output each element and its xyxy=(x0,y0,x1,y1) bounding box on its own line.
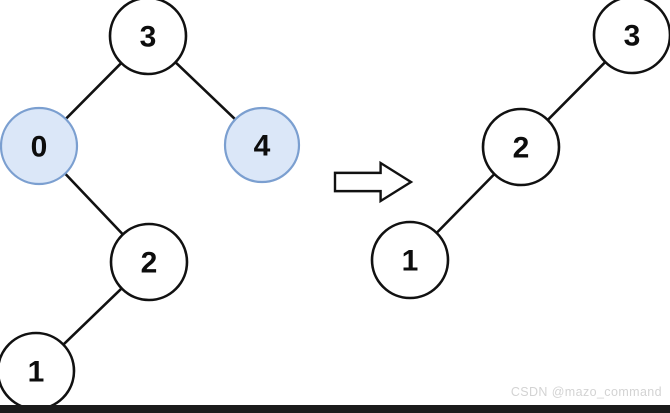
tree-edge-0-2 xyxy=(63,171,125,237)
node-value-label: 3 xyxy=(140,21,157,54)
transform-arrow-icon xyxy=(333,160,414,204)
node-circle-highlighted[interactable] xyxy=(0,106,79,186)
node-circle[interactable] xyxy=(481,107,561,187)
tree-node-3[interactable]: 3 xyxy=(592,0,670,75)
left-tree-nodes: 3 0 4 2 1 xyxy=(0,0,301,411)
tree-edge-3-2 xyxy=(545,59,608,123)
left-tree-edges xyxy=(61,60,238,347)
node-value-label: 1 xyxy=(28,356,45,389)
tree-node-3[interactable]: 3 xyxy=(108,0,188,76)
node-value-label: 0 xyxy=(31,131,48,164)
tree-node-1[interactable]: 1 xyxy=(370,220,450,300)
tree-edge-2-1 xyxy=(61,286,124,347)
right-tree-nodes: 3 2 1 xyxy=(370,0,670,300)
node-value-label: 1 xyxy=(402,245,419,278)
right-tree-edges xyxy=(434,59,608,235)
tree-node-2[interactable]: 2 xyxy=(109,222,189,302)
tree-node-1[interactable]: 1 xyxy=(0,331,76,411)
watermark-text: CSDN @mazo_command xyxy=(510,385,662,399)
bottom-divider xyxy=(0,405,670,413)
tree-node-4[interactable]: 4 xyxy=(223,106,301,184)
node-value-label: 2 xyxy=(141,247,158,280)
node-value-label: 2 xyxy=(513,132,530,165)
tree-node-0[interactable]: 0 xyxy=(0,106,79,186)
node-value-label: 3 xyxy=(624,20,641,53)
node-circle[interactable] xyxy=(370,220,450,300)
node-value-label: 4 xyxy=(254,130,271,163)
node-circle[interactable] xyxy=(109,222,189,302)
right-arrow-icon xyxy=(333,160,414,204)
tree-node-2[interactable]: 2 xyxy=(481,107,561,187)
node-circle[interactable] xyxy=(592,0,670,75)
tree-edge-2-1 xyxy=(434,172,497,235)
node-circle[interactable] xyxy=(108,0,188,76)
tree-edge-3-4 xyxy=(173,60,238,122)
tree-edge-3-0 xyxy=(63,60,124,122)
node-circle-highlighted[interactable] xyxy=(223,106,301,184)
